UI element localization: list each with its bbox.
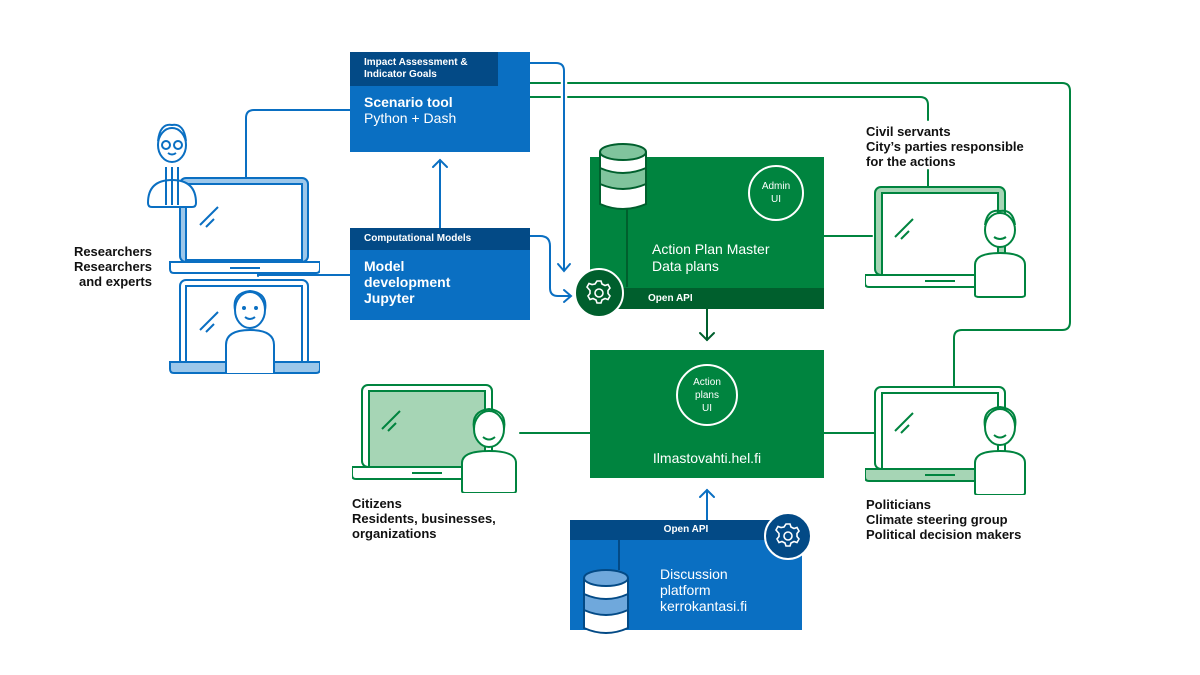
- open-api-bar: Open API: [570, 520, 802, 540]
- connector-scenario-politicians: [529, 82, 1071, 389]
- scenario-tool-box[interactable]: Impact Assessment & Indicator Goals Scen…: [350, 52, 530, 152]
- ilmastovahti-title: Ilmastovahti.hel.fi: [652, 450, 762, 466]
- database-icon: [599, 143, 647, 210]
- citizens-illustration: [352, 384, 517, 493]
- computational-models-header: Computational Models: [350, 228, 530, 250]
- gear-icon[interactable]: [574, 268, 624, 318]
- computational-models-box[interactable]: Computational Models Model development J…: [350, 228, 530, 320]
- researchers-illustration: [146, 123, 320, 374]
- admin-ui-circle[interactable]: Admin UI: [748, 165, 804, 221]
- researchers-label: Researchers Researchers and experts: [73, 244, 152, 289]
- connector-scenario-gear: [529, 62, 565, 271]
- civil-servants-illustration: [865, 186, 1026, 298]
- scenario-tool-title: Scenario tool: [364, 94, 453, 110]
- connector-scenario-civil: [529, 96, 929, 121]
- open-api-bar: Open API: [590, 288, 824, 309]
- database-icon: [583, 569, 629, 634]
- action-plans-ui-circle[interactable]: Action plans UI: [676, 364, 738, 426]
- connector-models-gear: [529, 235, 571, 297]
- action-plan-master-title: Action Plan Master Data plans: [652, 241, 770, 274]
- computational-models-title: Model development Jupyter: [364, 258, 451, 306]
- discussion-platform-title: Discussion platform kerrokantasi.fi: [660, 566, 748, 614]
- gear-icon[interactable]: [764, 512, 812, 560]
- scenario-tool-header: Impact Assessment & Indicator Goals: [350, 52, 498, 86]
- scenario-tool-subtitle: Python + Dash: [364, 110, 457, 126]
- civil-servants-label: Civil servants City’s parties responsibl…: [866, 124, 1024, 169]
- ilmastovahti-box[interactable]: Action plans UI Ilmastovahti.hel.fi: [590, 350, 824, 478]
- connector-researcher-scenario: [245, 109, 351, 179]
- citizens-label: Citizens Residents, businesses, organiza…: [352, 496, 496, 541]
- politicians-label: Politicians Climate steering group Polit…: [866, 497, 1022, 542]
- glare: [199, 206, 219, 228]
- politicians-illustration: [865, 386, 1026, 495]
